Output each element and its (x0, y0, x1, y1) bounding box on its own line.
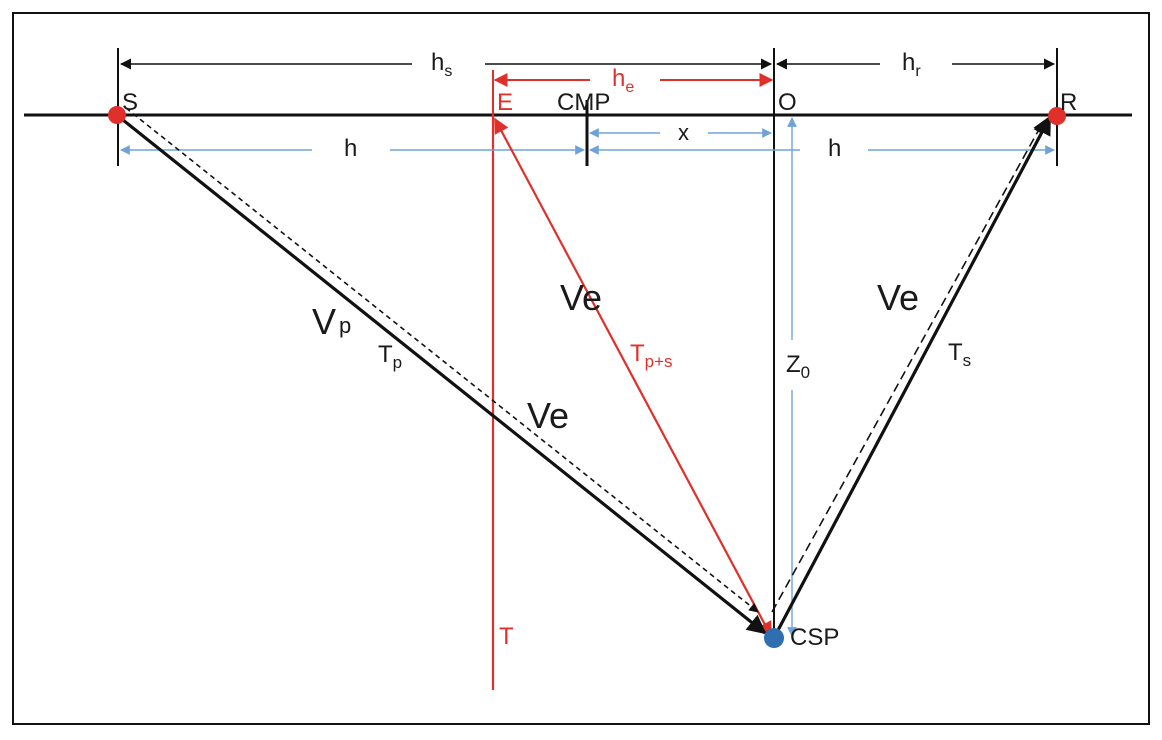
label-ve-left: Ve (527, 395, 569, 436)
label-e: E (497, 89, 513, 116)
receiver-point (1048, 107, 1066, 125)
label-ve-right: Ve (877, 277, 919, 318)
source-point (108, 106, 126, 124)
label-tp: Tp (378, 341, 402, 372)
ray-csp-to-r-solid (774, 115, 1052, 635)
label-z0: Z0 (786, 351, 810, 382)
label-h-left: h (344, 135, 357, 162)
label-h-right: h (828, 135, 841, 162)
ray-csp-to-r-dashed (771, 123, 1043, 613)
label-ts: Ts (948, 339, 971, 370)
label-cmp: CMP (557, 89, 610, 116)
label-tps: Tp+s (630, 340, 673, 371)
label-r: R (1060, 89, 1077, 116)
label-ve-mid: Ve (560, 277, 602, 318)
label-he: he (612, 65, 634, 96)
csp-point (764, 628, 784, 648)
label-s: S (122, 89, 138, 116)
frame (12, 12, 1150, 725)
label-hr: hr (902, 49, 921, 80)
ray-e-to-csp (494, 117, 772, 638)
label-t: T (499, 623, 514, 650)
ray-s-to-csp-solid (117, 114, 767, 635)
label-x: x (678, 120, 689, 145)
label-hs: hs (431, 49, 452, 80)
label-csp: CSP (790, 624, 839, 651)
label-o: O (778, 89, 797, 116)
